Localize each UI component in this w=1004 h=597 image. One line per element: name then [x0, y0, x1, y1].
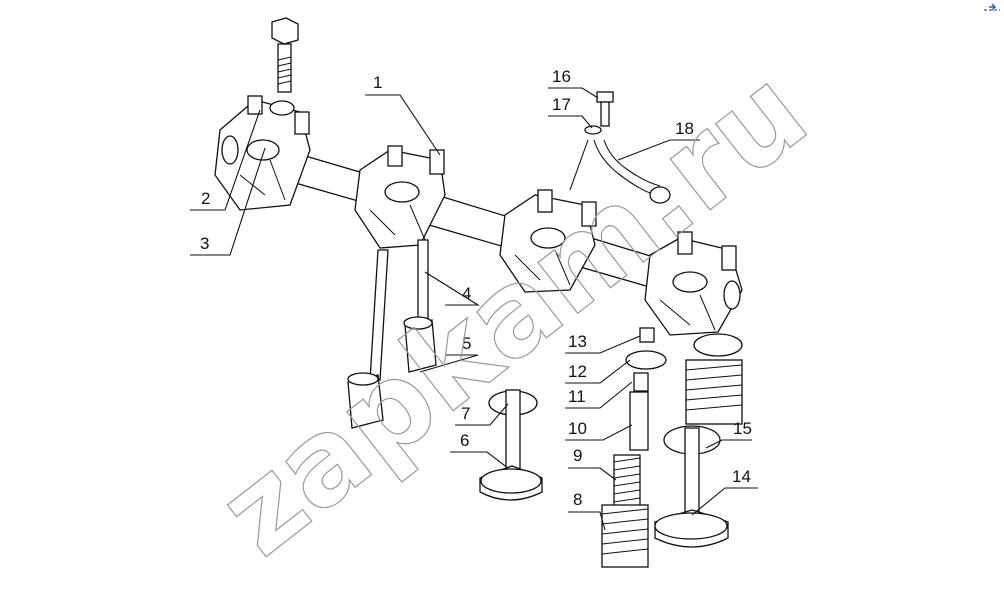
callout-8: 8 [573, 490, 582, 509]
valve-keeper [639, 327, 655, 343]
tappet-right [403, 316, 437, 373]
callout-10: 10 [568, 419, 587, 438]
bracket-bolt [269, 17, 299, 116]
rocker-shaft-assembly [214, 95, 743, 336]
callout-9: 9 [573, 446, 582, 465]
oil-pipe [569, 91, 671, 204]
rocker-bracket-right [644, 231, 743, 336]
callout-14: 14 [732, 467, 751, 486]
spring-retainer [625, 350, 667, 370]
callout-15: 15 [733, 419, 752, 438]
right-valve-spring [685, 333, 743, 425]
tappet-left [347, 372, 384, 429]
outer-valve-spring [601, 504, 649, 568]
valve-guide [629, 391, 649, 451]
exhaust-valve [654, 425, 729, 548]
callout-7: 7 [461, 404, 470, 423]
rocker-bracket-center-right [499, 189, 597, 293]
callout-12: 12 [568, 362, 587, 381]
callout-4: 4 [462, 284, 471, 303]
callout-13: 13 [568, 332, 587, 351]
callout-2: 2 [201, 189, 210, 208]
callout-3: 3 [200, 234, 209, 253]
corner-mark [984, 3, 1000, 11]
intake-valve [479, 389, 543, 501]
callout-1: 1 [373, 73, 382, 92]
callout-16: 16 [552, 67, 571, 86]
callout-5: 5 [462, 334, 471, 353]
callout-11: 11 [568, 387, 586, 406]
push-rod-left [369, 249, 389, 381]
valve-stem-seal [633, 372, 649, 392]
callout-18: 18 [675, 119, 694, 138]
leader-lines [190, 87, 758, 531]
inner-valve-spring [613, 454, 641, 514]
rocker-bracket-center-left [354, 145, 446, 249]
callout-6: 6 [460, 431, 469, 450]
callout-17: 17 [552, 95, 571, 114]
rocker-bracket-left [214, 95, 311, 211]
callout-labels: 1 2 3 4 5 6 7 8 9 10 11 12 13 14 15 16 1… [200, 67, 752, 509]
